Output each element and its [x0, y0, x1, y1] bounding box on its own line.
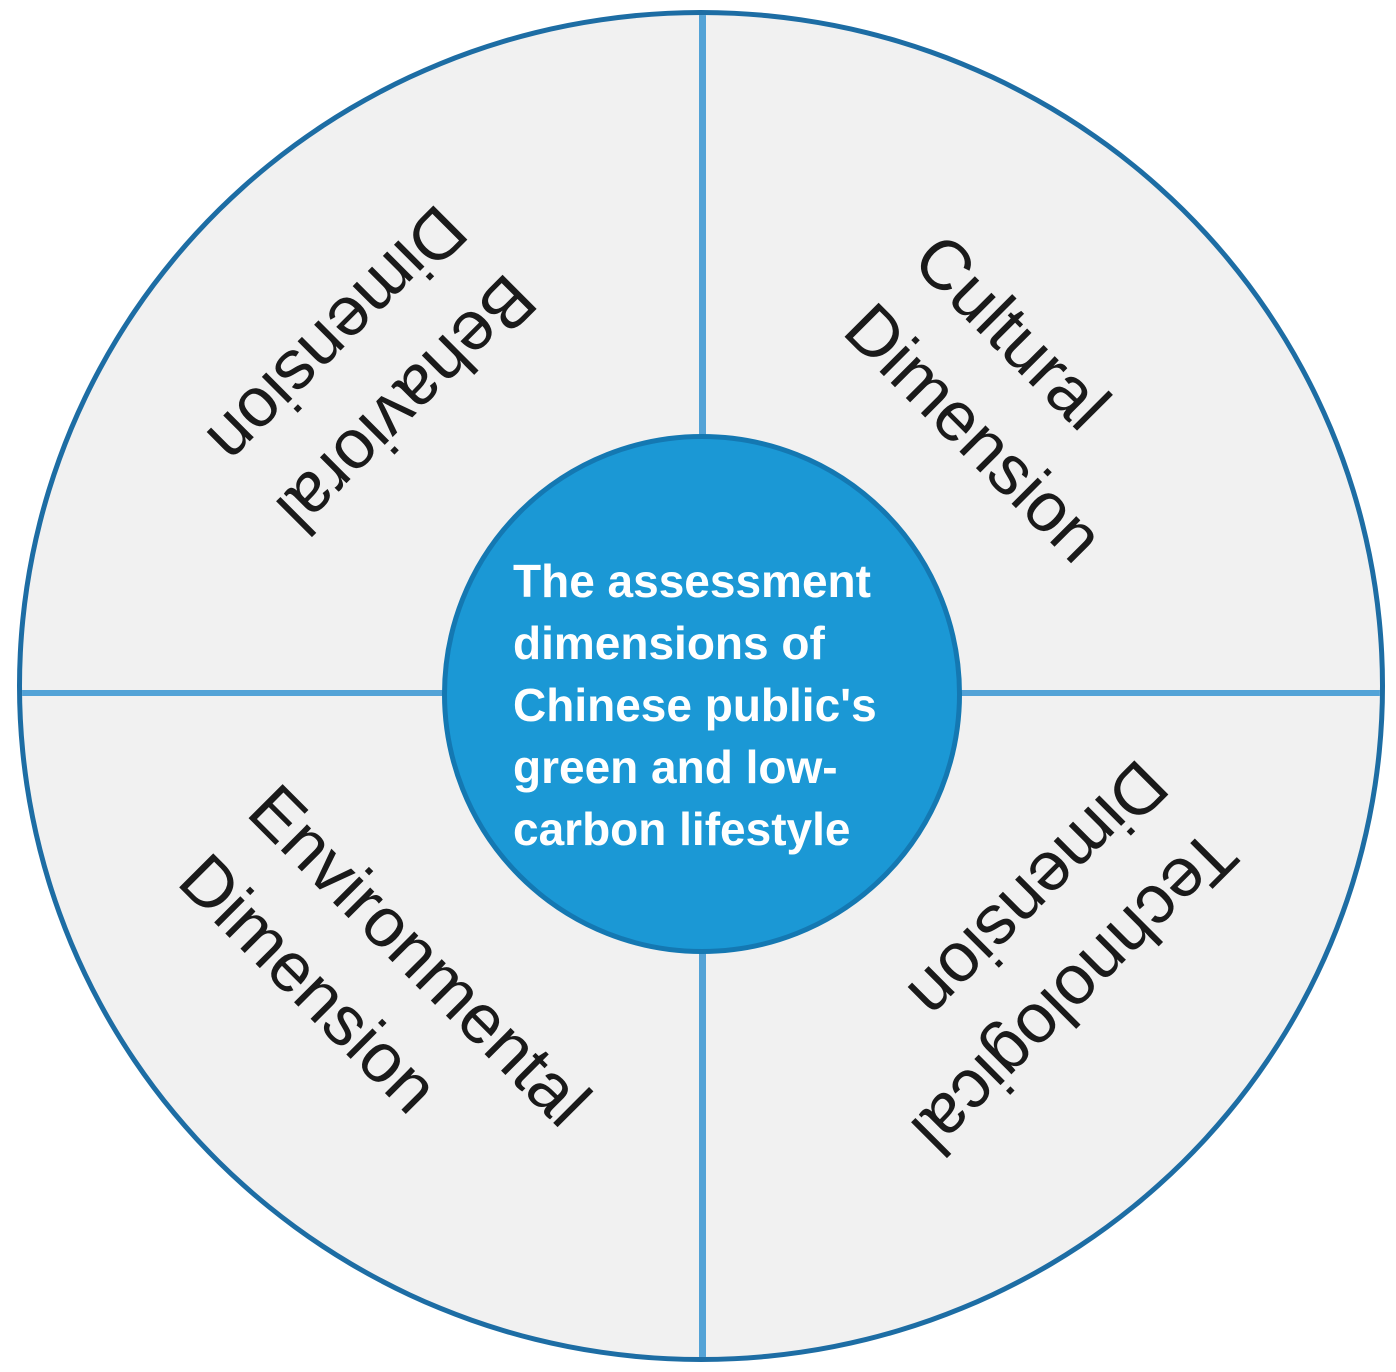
center-text-line: The assessment	[513, 555, 871, 607]
center-text: The assessment dimensions of Chinese pub…	[513, 550, 877, 860]
center-text-line: Chinese public's	[513, 679, 877, 732]
center-text-line: dimensions of	[513, 617, 825, 670]
center-text-line: carbon lifestyle	[513, 803, 851, 856]
center-text-line: green and low-	[513, 741, 838, 794]
center-circle: The assessment dimensions of Chinese pub…	[442, 434, 962, 954]
